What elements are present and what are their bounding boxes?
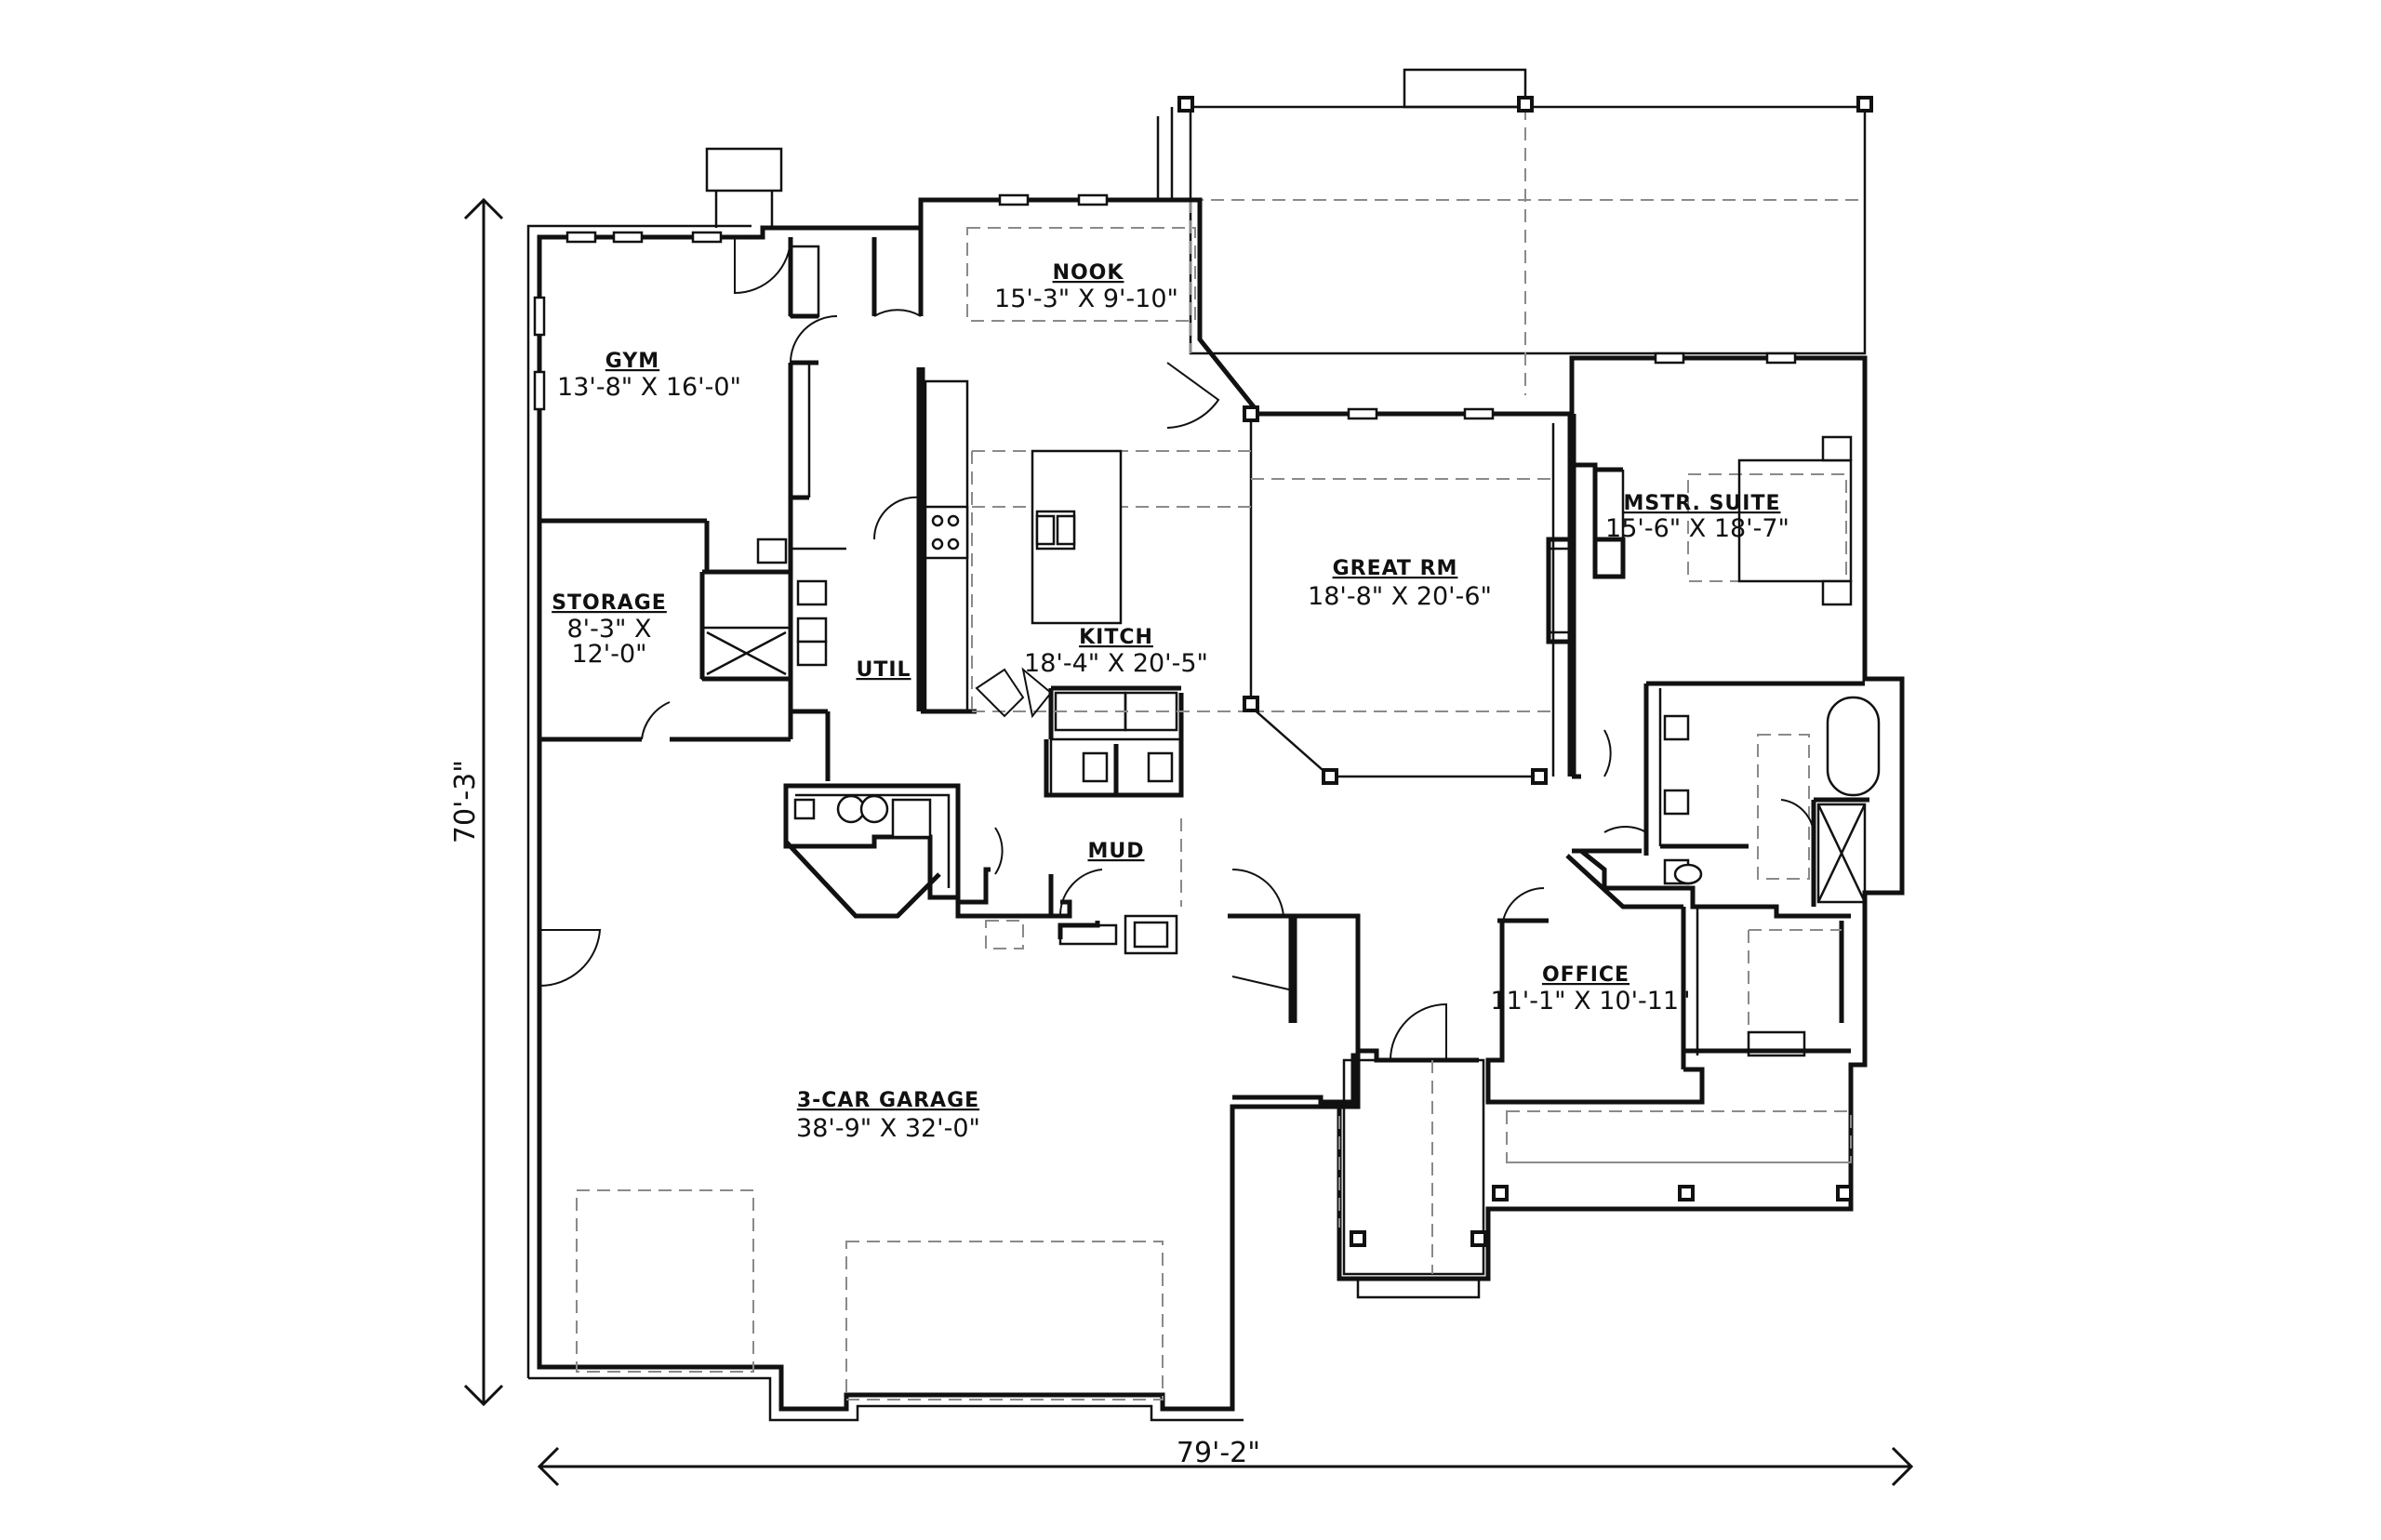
garage-label: 3-CAR GARAGE (797, 1089, 979, 1112)
nook-label: NOOK (1053, 261, 1124, 285)
great-room-label: GREAT RM (1333, 557, 1458, 580)
office-dims: 11'-1" X 10'-11" (1490, 987, 1690, 1016)
rear-patio (1156, 68, 1873, 395)
kitchen-label: KITCH (1079, 626, 1153, 649)
kitchen-dims: 18'-4" X 20'-5" (1024, 649, 1208, 678)
storage-label: STORAGE (552, 591, 667, 615)
master-suite-label: MSTR. SUITE (1623, 492, 1780, 515)
overall-depth-label: 70'-3" (449, 760, 482, 843)
columns (1243, 405, 1853, 1247)
overall-width-label: 79'-2" (1177, 1437, 1260, 1469)
kitchen-fixtures (756, 379, 1853, 885)
storage-dims-line1: 8'-3" X (566, 615, 651, 644)
gym-dims: 13'-8" X 16'-0" (557, 373, 741, 402)
garage-dims: 38'-9" X 32'-0" (796, 1114, 980, 1143)
gym-label: GYM (605, 350, 659, 373)
interior-walls (539, 237, 1881, 1299)
nook-dims: 15'-3" X 9'-10" (994, 285, 1178, 313)
room-labels: NOOK 15'-3" X 9'-10" GYM 13'-8" X 16'-0"… (449, 261, 1789, 1469)
doors (539, 236, 1815, 1061)
dimension-lines (463, 197, 1914, 1487)
mud-label: MUD (1087, 840, 1144, 863)
office-label: OFFICE (1542, 963, 1629, 987)
util-label: UTIL (856, 658, 911, 682)
great-room-dims: 18'-8" X 20'-6" (1308, 582, 1492, 611)
master-suite-dims: 15'-6" X 18'-7" (1605, 514, 1789, 543)
exterior-walls (526, 147, 1905, 1422)
ceiling-lines (576, 227, 1852, 1401)
storage-dims-line2: 12'-0" (571, 640, 646, 669)
